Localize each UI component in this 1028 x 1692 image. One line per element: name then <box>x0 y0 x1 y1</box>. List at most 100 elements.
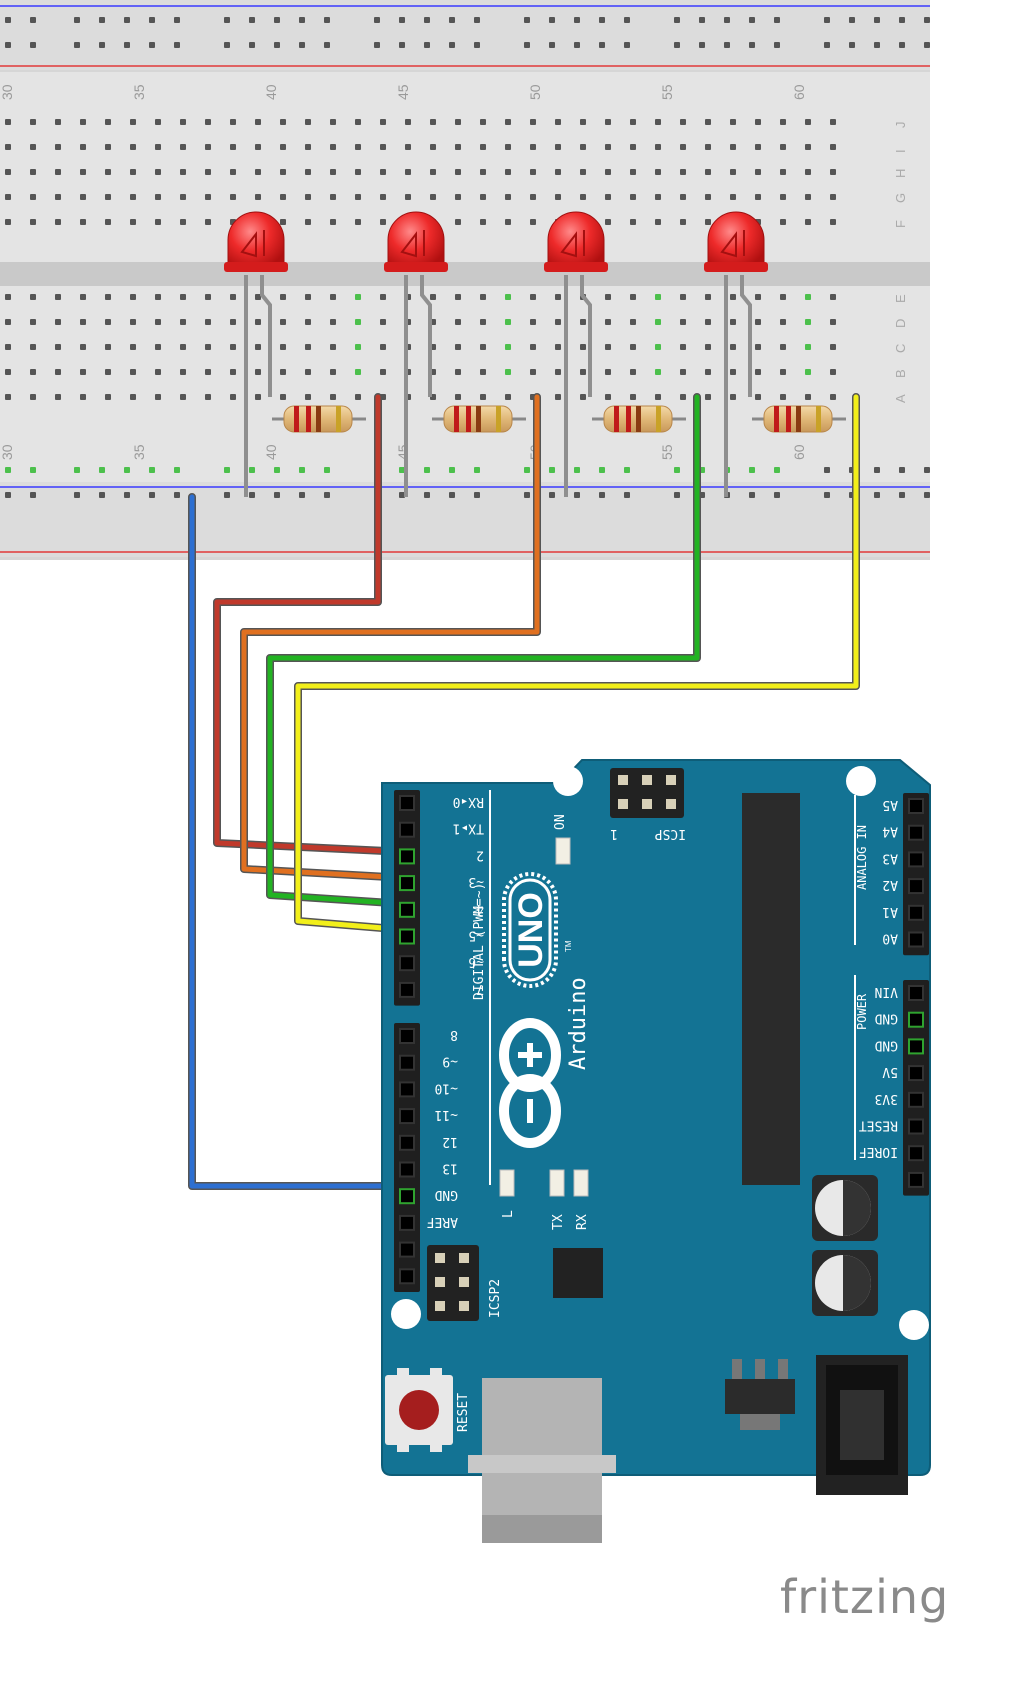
breadboard-hole <box>30 219 36 225</box>
header-pin[interactable] <box>908 798 924 814</box>
voltage-regulator <box>725 1359 795 1430</box>
header-pin[interactable] <box>399 1268 415 1285</box>
breadboard-hole <box>155 369 161 375</box>
breadboard-hole <box>580 369 586 375</box>
red-led[interactable] <box>704 211 768 497</box>
breadboard-hole <box>355 369 361 375</box>
breadboard-hole <box>205 144 211 150</box>
power-rail-hole <box>274 467 280 473</box>
resistor[interactable] <box>592 405 686 433</box>
wire-to-pin-4[interactable] <box>267 394 700 907</box>
header-pin[interactable] <box>908 1038 924 1055</box>
power-rail-hole <box>74 492 80 498</box>
header-pin[interactable] <box>908 1011 924 1028</box>
center-channel <box>0 262 930 286</box>
breadboard-hole <box>530 194 536 200</box>
breadboard-hole <box>505 369 511 375</box>
header-pin[interactable] <box>399 821 415 838</box>
breadboard-hole <box>380 119 386 125</box>
breadboard-hole <box>180 319 186 325</box>
row-letter-label: I <box>893 149 908 153</box>
header-pin[interactable] <box>908 878 924 895</box>
resistor[interactable] <box>752 405 846 433</box>
breadboard-hole <box>230 344 236 350</box>
header-pin[interactable] <box>399 955 415 972</box>
resistor[interactable] <box>272 405 366 433</box>
header-pin[interactable] <box>399 928 415 945</box>
breadboard-hole <box>505 219 511 225</box>
header-pin[interactable] <box>908 1145 924 1162</box>
wire-to-pin-5[interactable] <box>295 394 859 933</box>
header-pin[interactable] <box>399 1108 415 1125</box>
header-pin[interactable] <box>399 901 415 918</box>
wire-to-pin-GND[interactable] <box>189 494 410 1189</box>
breadboard-hole <box>655 119 661 125</box>
header-pin[interactable] <box>399 1241 415 1258</box>
breadboard-hole <box>180 344 186 350</box>
header-pin[interactable] <box>908 824 924 841</box>
header-pin[interactable] <box>399 1134 415 1151</box>
header-pin[interactable] <box>908 851 924 868</box>
breadboard-hole <box>305 194 311 200</box>
header-pin[interactable] <box>399 981 415 998</box>
resistor[interactable] <box>432 405 526 433</box>
header-pin[interactable] <box>908 931 924 948</box>
breadboard-hole <box>780 169 786 175</box>
mounting-hole <box>846 766 876 796</box>
header-pin[interactable] <box>399 1081 415 1098</box>
header-pin[interactable] <box>908 1118 924 1135</box>
pin-label: ~11 <box>435 1107 458 1122</box>
breadboard-hole <box>380 294 386 300</box>
power-rail-hole <box>449 492 455 498</box>
pin-label: A0 <box>882 931 898 946</box>
breadboard-hole <box>580 194 586 200</box>
power-rail-hole <box>5 17 11 23</box>
breadboard-hole <box>705 344 711 350</box>
header-pin[interactable] <box>908 985 924 1001</box>
breadboard-hole <box>330 219 336 225</box>
header-pin[interactable] <box>908 1091 924 1108</box>
usb-connector <box>468 1378 616 1543</box>
breadboard-hole <box>705 194 711 200</box>
header-pin[interactable] <box>399 795 415 811</box>
breadboard-hole <box>5 194 11 200</box>
power-rail-hole <box>299 467 305 473</box>
breadboard-hole <box>780 369 786 375</box>
pin-label: ~9 <box>442 1054 458 1069</box>
breadboard-hole <box>805 119 811 125</box>
header-pin[interactable] <box>908 1171 924 1188</box>
power-rail-hole <box>624 492 630 498</box>
power-rail-hole <box>474 42 480 48</box>
breadboard-hole <box>105 144 111 150</box>
header-pin[interactable] <box>908 904 924 921</box>
header-pin[interactable] <box>399 1161 415 1178</box>
mounting-hole <box>899 1310 929 1340</box>
header-pin[interactable] <box>908 1065 924 1082</box>
red-led[interactable] <box>384 211 448 497</box>
header-pin[interactable] <box>399 1188 415 1205</box>
breadboard-hole <box>730 344 736 350</box>
header-pin[interactable] <box>399 875 415 892</box>
power-rail-hole <box>124 467 130 473</box>
breadboard-hole <box>555 369 561 375</box>
red-led[interactable] <box>544 211 608 497</box>
header-pin[interactable] <box>399 1214 415 1231</box>
breadboard-hole <box>80 169 86 175</box>
power-rail-hole <box>249 42 255 48</box>
pin-label: IOREF <box>859 1144 898 1159</box>
breadboard-hole <box>380 219 386 225</box>
pin-label: A5 <box>882 797 898 812</box>
reset-button[interactable] <box>385 1368 453 1452</box>
breadboard-hole <box>455 219 461 225</box>
column-number-label: 45 <box>395 444 411 460</box>
power-rail-hole <box>699 42 705 48</box>
header-pin[interactable] <box>399 1028 415 1044</box>
red-led[interactable] <box>224 211 288 497</box>
header-pin[interactable] <box>399 848 415 865</box>
breadboard-hole <box>80 219 86 225</box>
breadboard-hole <box>755 194 761 200</box>
wire-to-pin-2[interactable] <box>214 394 410 855</box>
power-rail-hole <box>674 42 680 48</box>
header-pin[interactable] <box>399 1054 415 1071</box>
icsp-pin <box>618 775 628 785</box>
